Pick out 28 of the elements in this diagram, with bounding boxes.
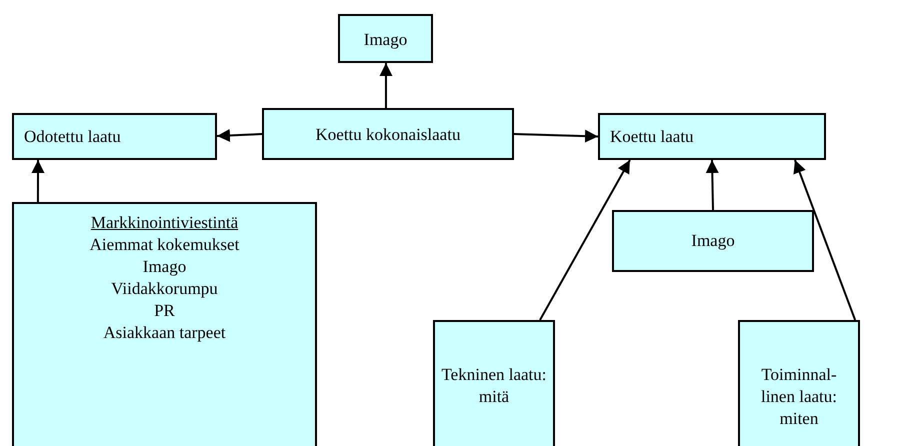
- arrow: [793, 160, 856, 320]
- text-box: [612, 210, 814, 272]
- text-box: [262, 108, 514, 160]
- node-label: Koettu kokonaislaatu: [316, 124, 460, 146]
- arrow: [514, 130, 598, 143]
- node-label: Viidakkorumpu: [111, 278, 218, 300]
- arrow: [379, 63, 392, 108]
- node-label: Aiemmat kokemukset: [90, 234, 240, 256]
- arrow: [216, 128, 262, 142]
- arrow: [32, 160, 44, 202]
- text-box: [598, 113, 826, 160]
- arrow: [706, 160, 719, 210]
- text-box: [738, 320, 860, 446]
- node-label: Imago: [691, 230, 735, 252]
- node-label: Imago: [142, 256, 186, 278]
- node-label: Imago: [364, 29, 408, 51]
- node-label: Toiminnal- linen laatu: miten: [760, 364, 838, 430]
- text-box: [433, 320, 555, 446]
- node-label: PR: [154, 300, 175, 322]
- arrow: [539, 160, 631, 320]
- node-label: Odotettu laatu: [24, 126, 121, 148]
- text-box: [338, 14, 433, 63]
- node-label: Koettu laatu: [610, 126, 694, 148]
- text-box: [12, 113, 217, 160]
- node-label: Asiakkaan tarpeet: [103, 322, 226, 344]
- node-label: Tekninen laatu: mitä: [440, 364, 548, 408]
- text-box: [12, 202, 317, 446]
- node-label: Markkinointiviestintä: [90, 212, 238, 234]
